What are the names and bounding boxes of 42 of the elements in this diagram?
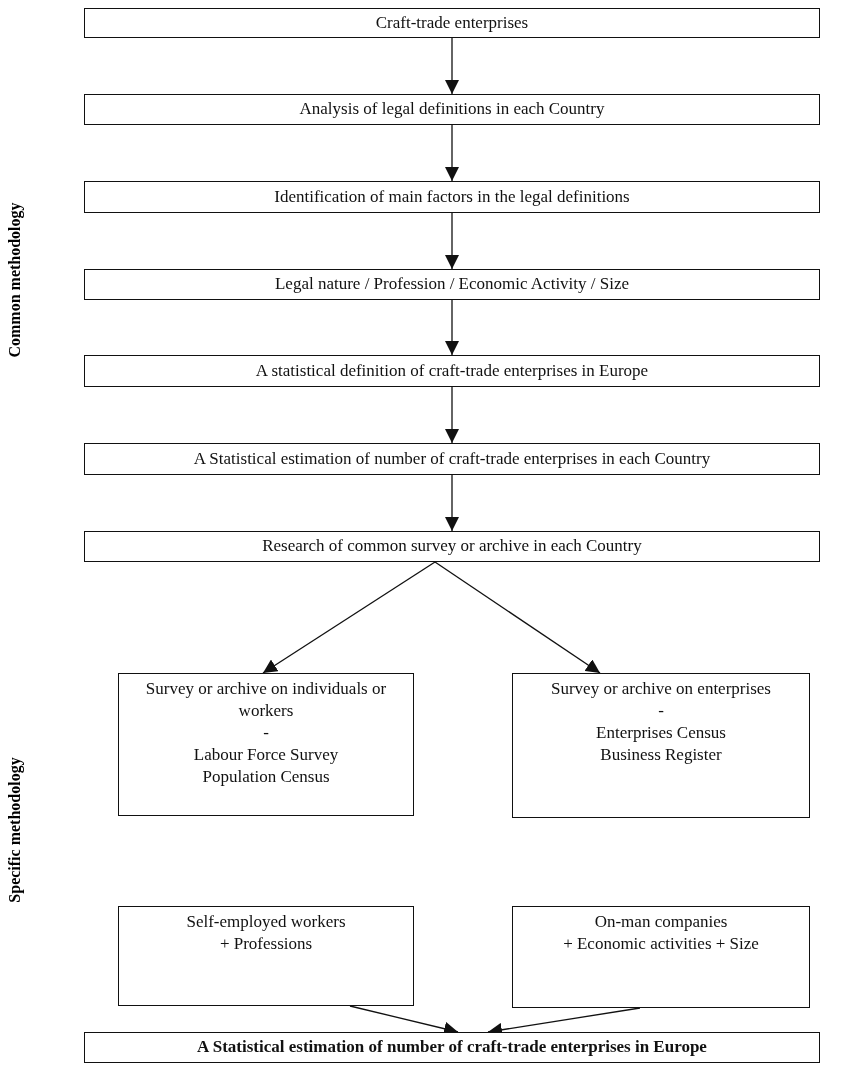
process-box <box>84 1032 820 1063</box>
section-label: Common methodology <box>6 202 24 358</box>
arrow <box>445 37 459 95</box>
box-text: Survey or archive on enterprises <box>551 678 771 700</box>
box-text: A statistical definition of craft-trade enterprises in Europe <box>255 359 649 382</box>
arrow <box>445 474 459 532</box>
arrow <box>445 299 459 356</box>
arrow <box>434 561 601 674</box>
box-text: + Economic activities + Size <box>563 933 759 956</box>
process-box <box>512 673 810 818</box>
process-box <box>84 269 820 300</box>
box-text: - <box>263 722 269 745</box>
box-text: Survey or archive on individuals or workers <box>144 678 388 723</box>
box-text: Analysis of legal definitions in each Country <box>299 98 605 121</box>
box-text: Labour Force Survey <box>193 744 339 767</box>
box-text: Self-employed workers <box>186 911 346 933</box>
box-text: Enterprises Census <box>596 722 726 745</box>
box-text: Business Register <box>600 744 722 767</box>
box-text: Craft-trade enterprises <box>375 11 529 34</box>
process-box <box>118 906 414 1006</box>
arrow <box>445 212 459 270</box>
process-box <box>84 355 820 387</box>
box-text: Population Census <box>202 766 330 789</box>
process-box <box>84 94 820 125</box>
process-box <box>118 673 414 816</box>
process-box <box>84 8 820 38</box>
box-text: + Professions <box>219 933 313 956</box>
arrow <box>445 386 459 444</box>
box-text: - <box>658 700 664 723</box>
process-box <box>84 443 820 475</box>
arrow <box>262 561 436 674</box>
process-box <box>512 906 810 1008</box>
process-box <box>84 181 820 213</box>
box-text: A Statistical estimation of number of craft-trade enterprises in Europe <box>197 1036 707 1059</box>
box-text: On-man companies <box>594 911 728 933</box>
arrow <box>445 124 459 182</box>
box-text: Legal nature / Profession / Economic Activity / Size <box>274 273 630 296</box>
section-label: Specific methodology <box>6 757 24 903</box>
process-box <box>84 531 820 562</box>
box-text: Identification of main factors in the legal definitions <box>274 185 630 208</box>
box-text: Research of common survey or archive in each Country <box>262 535 642 558</box>
box-text: A Statistical estimation of number of craft-trade enterprises in each Country <box>193 447 711 470</box>
